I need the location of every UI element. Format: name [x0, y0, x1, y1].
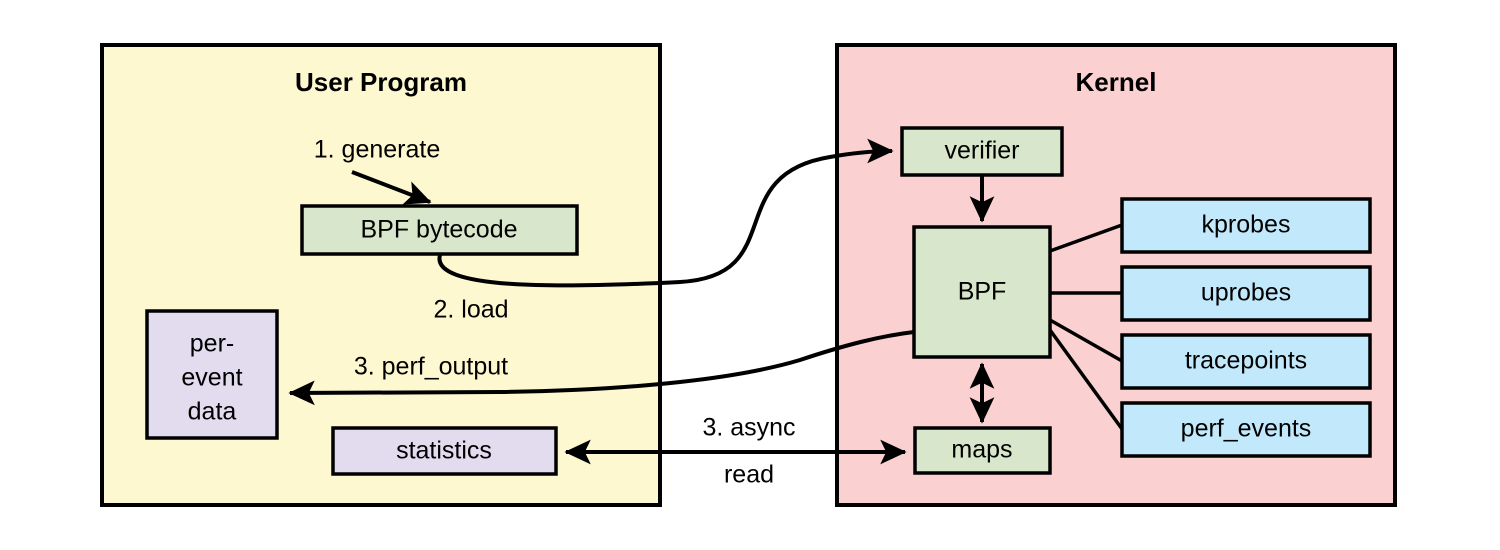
- bpf-box[interactable]: [912, 225, 1052, 359]
- verifier-label: verifier: [944, 137, 1019, 165]
- maps-box[interactable]: [913, 426, 1052, 475]
- edge-label-async-read-line2: read: [724, 461, 774, 489]
- edge-bpf-to-kprobes: [1049, 223, 1123, 253]
- edge-bpf-to-perf-events: [1048, 328, 1124, 431]
- kprobes-node[interactable]: kprobes: [1120, 197, 1372, 254]
- per-event-data-label-line2: event: [181, 364, 242, 392]
- kprobes-box[interactable]: [1120, 197, 1372, 254]
- tracepoints-label: tracepoints: [1185, 347, 1307, 375]
- kernel-title: Kernel: [1076, 67, 1157, 97]
- uprobes-box[interactable]: [1120, 265, 1372, 322]
- edge-label-load: 2. load: [433, 296, 508, 324]
- edge-label-generate: 1. generate: [314, 136, 441, 164]
- tracepoints-box[interactable]: [1120, 333, 1372, 390]
- perf-events-node[interactable]: perf_events: [1120, 401, 1372, 458]
- maps-label: maps: [951, 436, 1012, 464]
- statistics-label: statistics: [396, 437, 492, 465]
- per-event-data-box[interactable]: [145, 309, 279, 440]
- statistics-box[interactable]: [331, 426, 558, 476]
- bpf-bytecode-label: BPF bytecode: [360, 216, 517, 244]
- edge-load: [437, 138, 894, 288]
- perf-events-label: perf_events: [1181, 415, 1312, 443]
- per-event-data-node[interactable]: per- event data: [145, 309, 279, 440]
- edge-label-async-read-line1: 3. async: [702, 414, 795, 442]
- user-program-title: User Program: [295, 67, 467, 97]
- per-event-data-label-line3: data: [188, 398, 237, 426]
- tracepoints-node[interactable]: tracepoints: [1120, 333, 1372, 390]
- verifier-box[interactable]: [900, 126, 1064, 177]
- maps-node[interactable]: maps: [913, 426, 1052, 475]
- verifier-node[interactable]: verifier: [900, 126, 1064, 177]
- statistics-node[interactable]: statistics: [331, 426, 558, 476]
- edge-perf-output: [288, 330, 915, 406]
- edge-generate: [351, 170, 432, 205]
- perf-events-box[interactable]: [1120, 401, 1372, 458]
- edge-label-perf-output: 3. perf_output: [354, 353, 508, 381]
- bpf-node[interactable]: BPF: [912, 225, 1052, 359]
- uprobes-label: uprobes: [1201, 279, 1291, 307]
- kprobes-label: kprobes: [1202, 211, 1291, 239]
- bpf-bytecode-box[interactable]: [300, 204, 579, 256]
- bpf-bytecode-node[interactable]: BPF bytecode: [300, 204, 579, 256]
- bpf-label: BPF: [958, 278, 1007, 306]
- per-event-data-label-line1: per-: [190, 330, 234, 358]
- uprobes-node[interactable]: uprobes: [1120, 265, 1372, 322]
- edge-bpf-to-tracepoints: [1049, 318, 1123, 363]
